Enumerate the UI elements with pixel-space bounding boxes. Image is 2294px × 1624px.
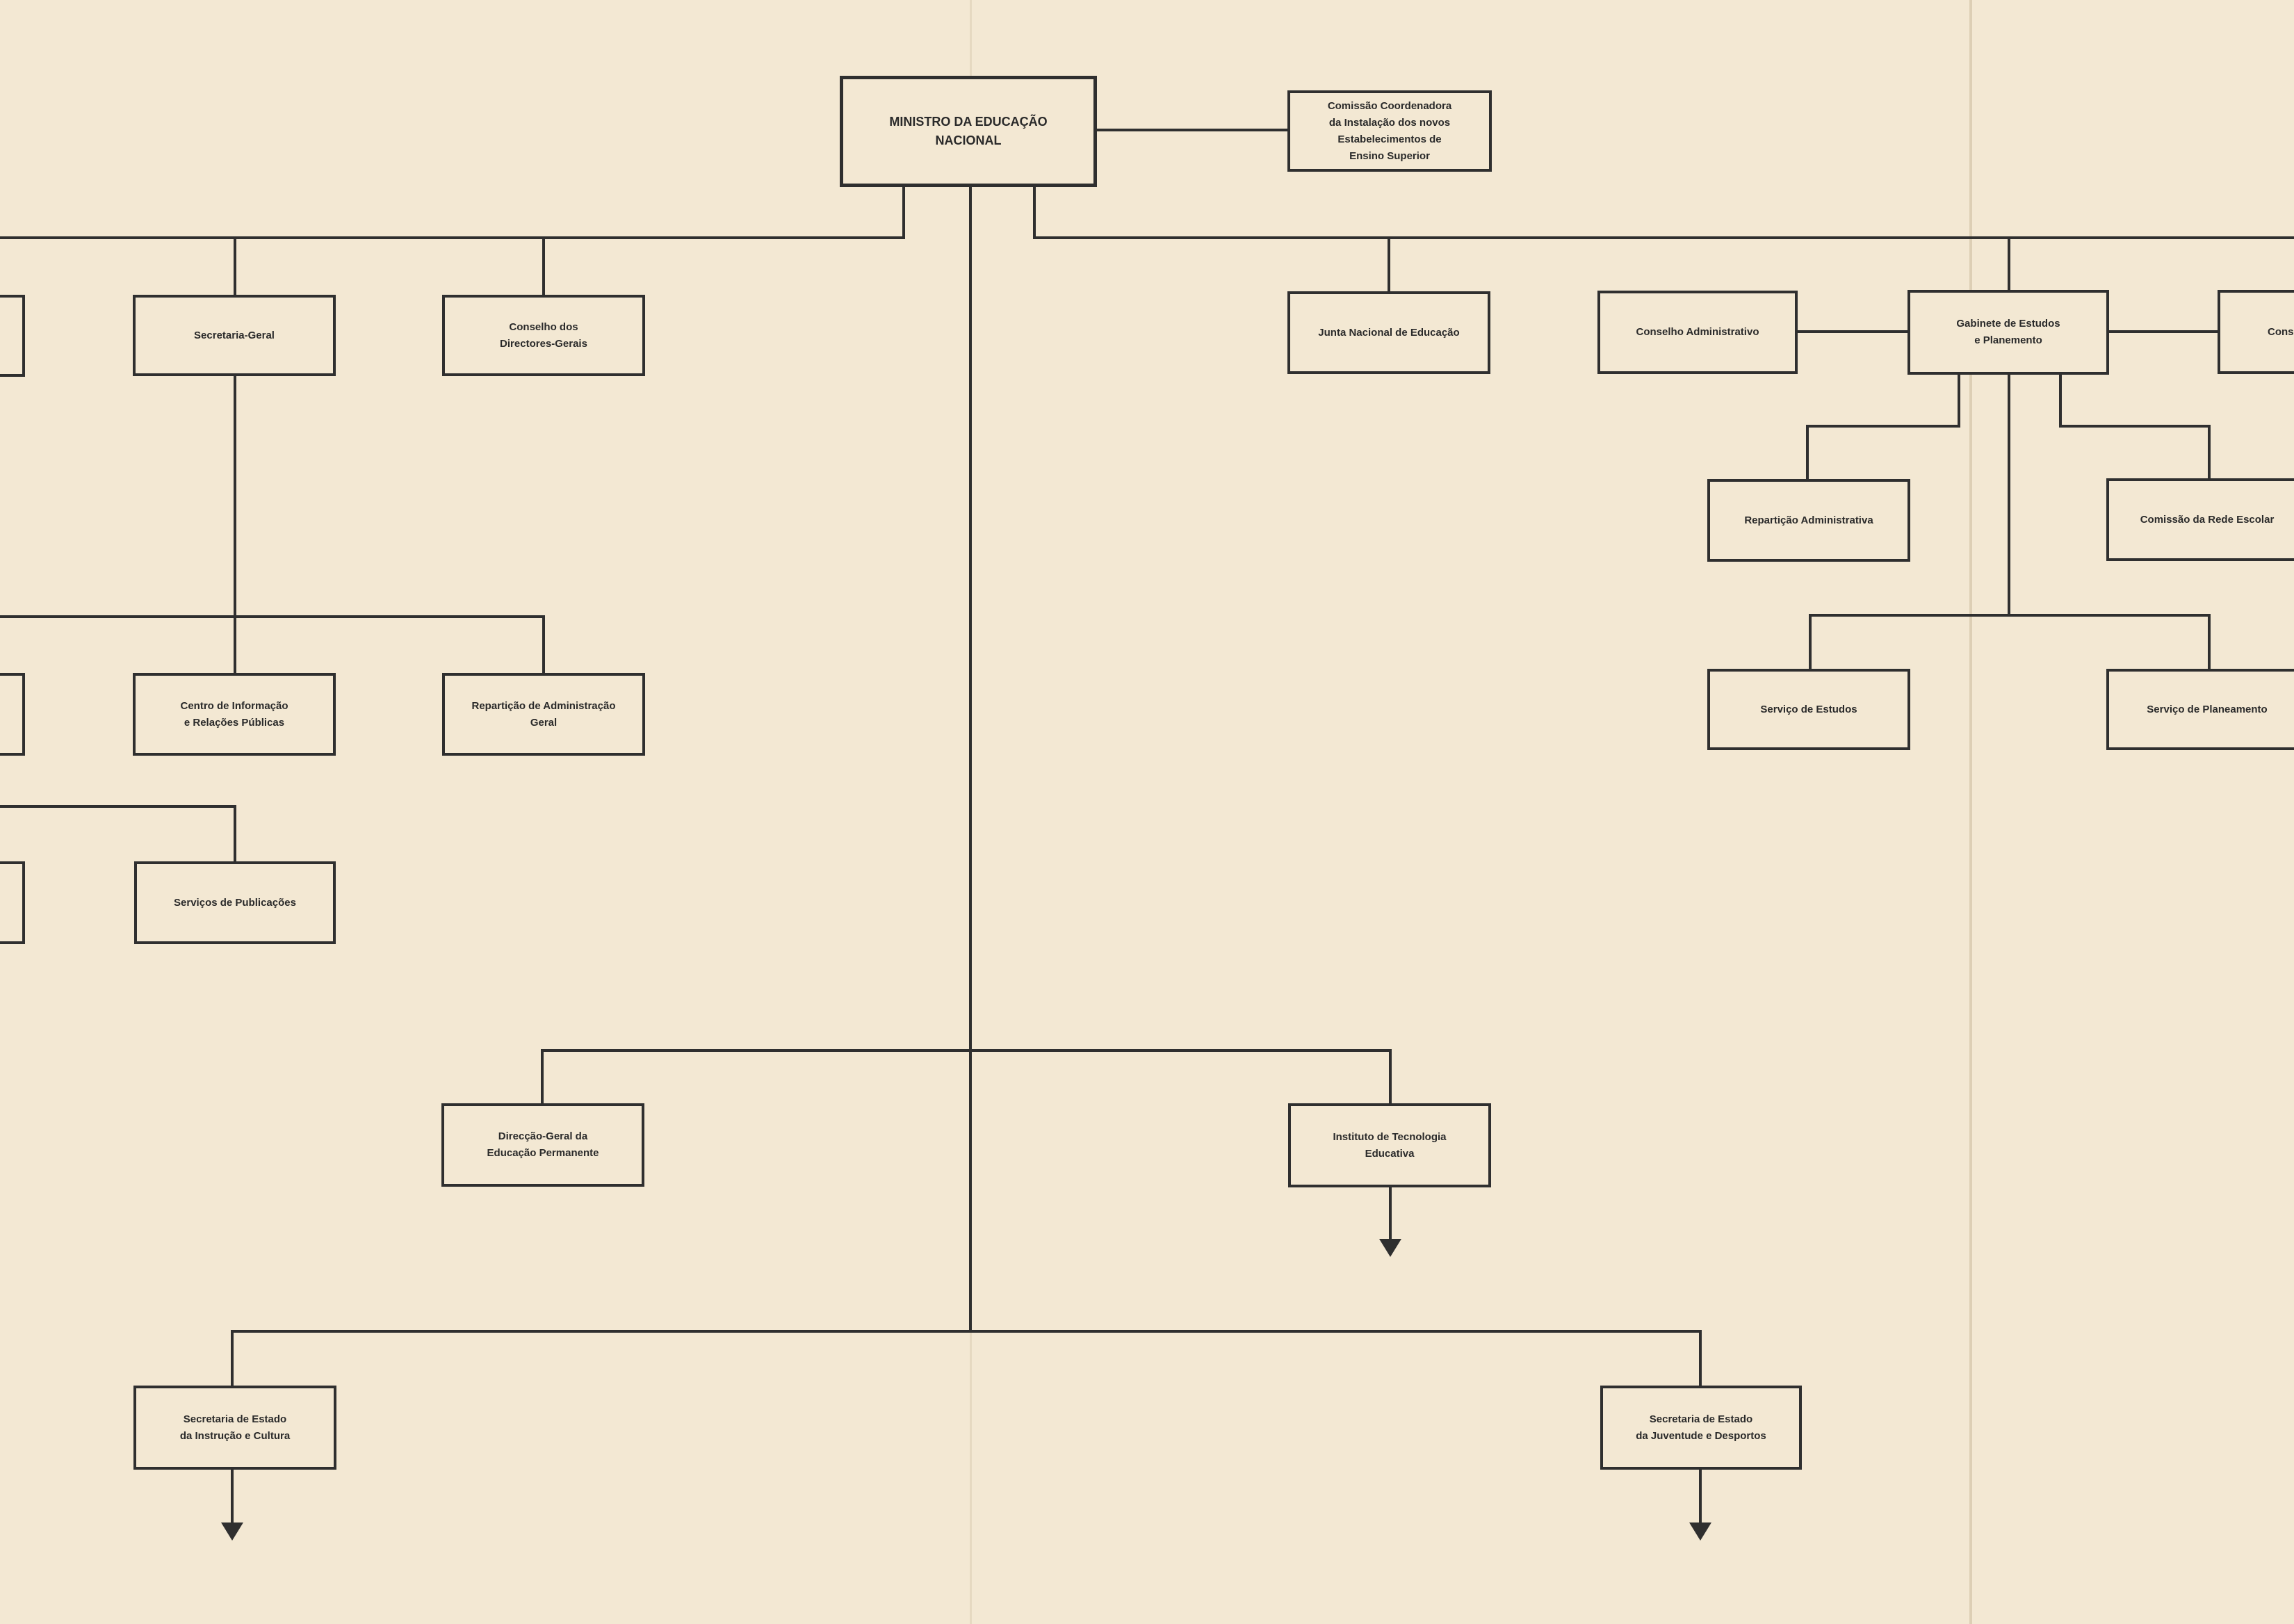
secretaria-juventude-box: Secretaria de Estado da Juventude e Desp… xyxy=(1600,1386,1802,1470)
secretaria-juventude-label: Secretaria de Estado da Juventude e Desp… xyxy=(1636,1413,1766,1442)
connector-line xyxy=(1806,372,1960,482)
conselho-administrativo-box: Conselho Administrativo xyxy=(1597,291,1798,374)
secretaria-geral-label: Secretaria-Geral xyxy=(194,329,275,341)
secretaria-instrucao-box: Secretaria de Estado da Instrução e Cult… xyxy=(133,1386,336,1470)
secretaria-geral-box: Secretaria-Geral xyxy=(133,295,336,376)
connector-line xyxy=(1033,184,2294,239)
conselho-directores-box: Conselho dos Directores-Gerais xyxy=(442,295,645,376)
servico-planeamento-box: Serviço de Planeamento xyxy=(2106,669,2294,750)
gabinete-estudos-box: Gabinete de Estudos e Planemento xyxy=(1907,290,2109,375)
ministro-box: MINISTRO DA EDUCAÇÃO NACIONAL xyxy=(840,76,1097,187)
conselho-directores-label: Conselho dos Directores-Gerais xyxy=(500,320,587,350)
secretaria-instrucao-label: Secretaria de Estado da Instrução e Cult… xyxy=(179,1413,291,1442)
cut-off-box xyxy=(0,673,25,756)
ministro-label: MINISTRO DA EDUCAÇÃO NACIONAL xyxy=(889,115,1048,147)
comissao-rede-escolar-label: Comissão da Rede Escolar xyxy=(2140,513,2275,526)
conselho-partial-box: Cons xyxy=(2218,290,2294,374)
direccao-geral-label: Direcção-Geral da Educação Permanente xyxy=(487,1130,599,1159)
direccao-geral-box: Direcção-Geral da Educação Permanente xyxy=(441,1103,644,1187)
cut-off-box xyxy=(0,295,25,377)
centro-informacao-box: Centro de Informação e Relações Públicas xyxy=(133,673,336,756)
servico-planeamento-label: Serviço de Planeamento xyxy=(2147,703,2268,715)
servicos-publicacoes-box: Serviços de Publicações xyxy=(134,861,336,944)
junta-nacional-box: Junta Nacional de Educação xyxy=(1287,291,1490,374)
centro-informacao-label: Centro de Informação e Relações Públicas xyxy=(180,699,288,729)
comissao-coordenadora-box: Comissão Coordenadora da Instalação dos … xyxy=(1287,90,1492,172)
servicos-publicacoes-label: Serviços de Publicações xyxy=(174,896,296,909)
comissao-coordenadora-label: Comissão Coordenadora da Instalação dos … xyxy=(1327,99,1452,162)
paper-fold xyxy=(1969,0,1972,1624)
servico-estudos-label: Serviço de Estudos xyxy=(1760,703,1857,715)
connector-line xyxy=(2059,372,2211,481)
instituto-tecnologia-label: Instituto de Tecnologia Educativa xyxy=(1333,1130,1447,1160)
connector-line xyxy=(0,805,236,864)
reparticao-admin-geral-label: Repartição de Administração Geral xyxy=(471,699,616,729)
gabinete-estudos-label: Gabinete de Estudos e Planemento xyxy=(1956,318,2060,346)
conselho-partial-label: Cons xyxy=(2268,325,2294,338)
conselho-administrativo-label: Conselho Administrativo xyxy=(1636,326,1759,338)
comissao-rede-escolar-box: Comissão da Rede Escolar xyxy=(2106,478,2294,561)
down-arrow-icon xyxy=(1689,1522,1711,1541)
down-arrow-icon xyxy=(1379,1239,1401,1257)
down-arrow-icon xyxy=(221,1522,243,1541)
reparticao-admin-geral-box: Repartição de Administração Geral xyxy=(442,673,645,756)
cut-off-box xyxy=(0,861,25,944)
junta-nacional-label: Junta Nacional de Educação xyxy=(1318,326,1460,339)
instituto-tecnologia-box: Instituto de Tecnologia Educativa xyxy=(1288,1103,1491,1187)
reparticao-administrativa-label: Repartição Administrativa xyxy=(1744,514,1873,526)
servico-estudos-box: Serviço de Estudos xyxy=(1707,669,1910,750)
reparticao-administrativa-box: Repartição Administrativa xyxy=(1707,479,1910,562)
connector-line xyxy=(0,184,905,239)
